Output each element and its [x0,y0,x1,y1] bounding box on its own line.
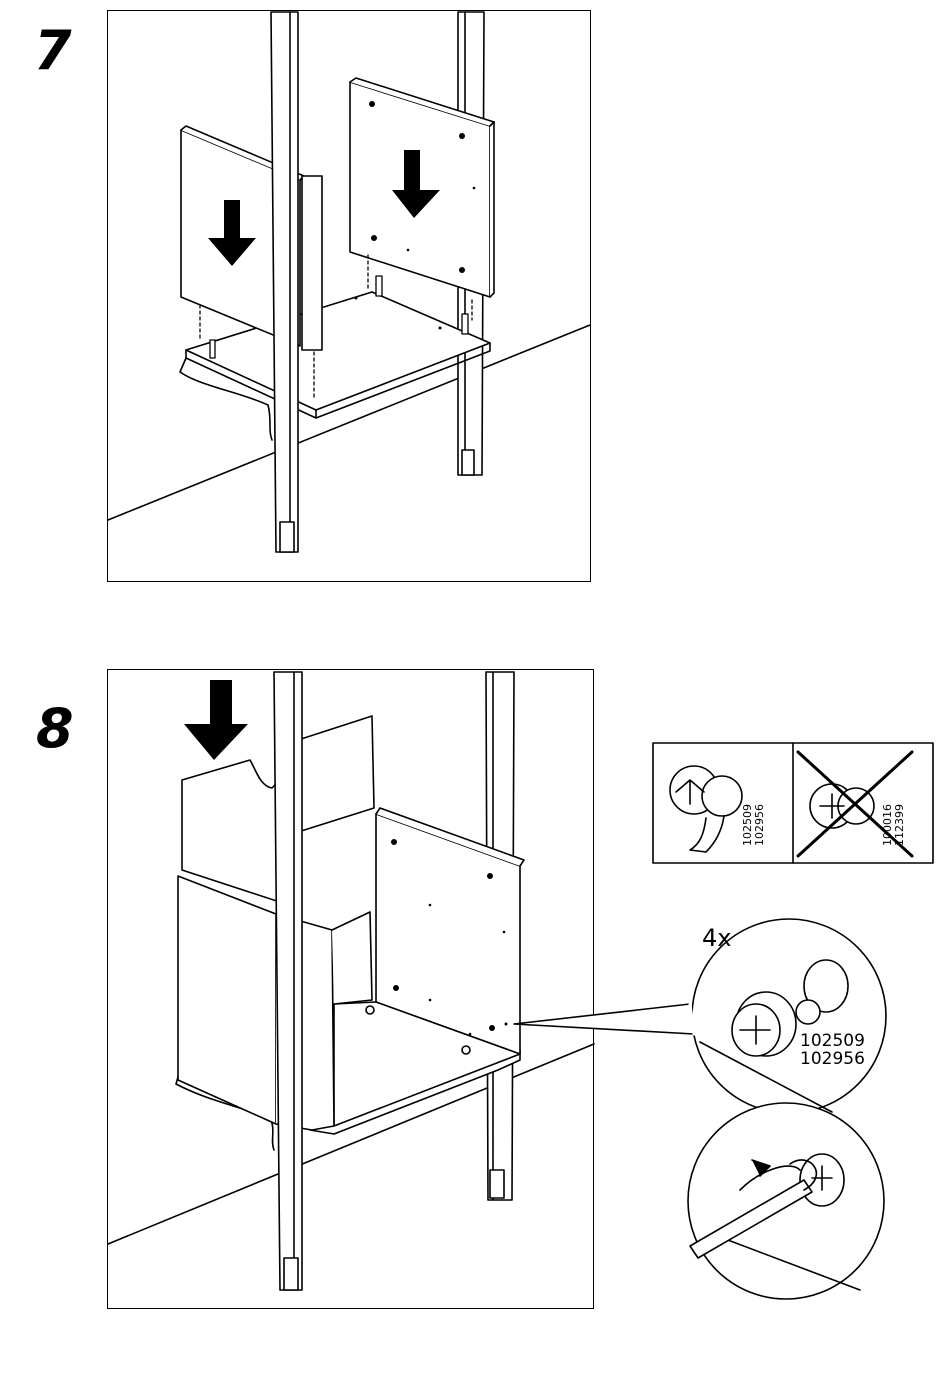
part-code: 102509 [800,1032,865,1050]
callout-screwdriver-detail [688,1103,884,1299]
step-8-drawing [108,672,694,1290]
part-code: 102956 [800,1050,865,1068]
arrow-down-icon [184,680,248,760]
quantity-label: 4x [702,924,731,952]
part-code: 102956 [754,804,766,846]
part-code: 112399 [894,804,906,846]
callout-part-codes: 102509 102956 [800,1032,865,1068]
step-7-drawing [108,12,590,552]
part-comparison-wrong-codes: 100016 112399 [882,804,906,846]
part-comparison-correct-codes: 102509 102956 [742,804,766,846]
